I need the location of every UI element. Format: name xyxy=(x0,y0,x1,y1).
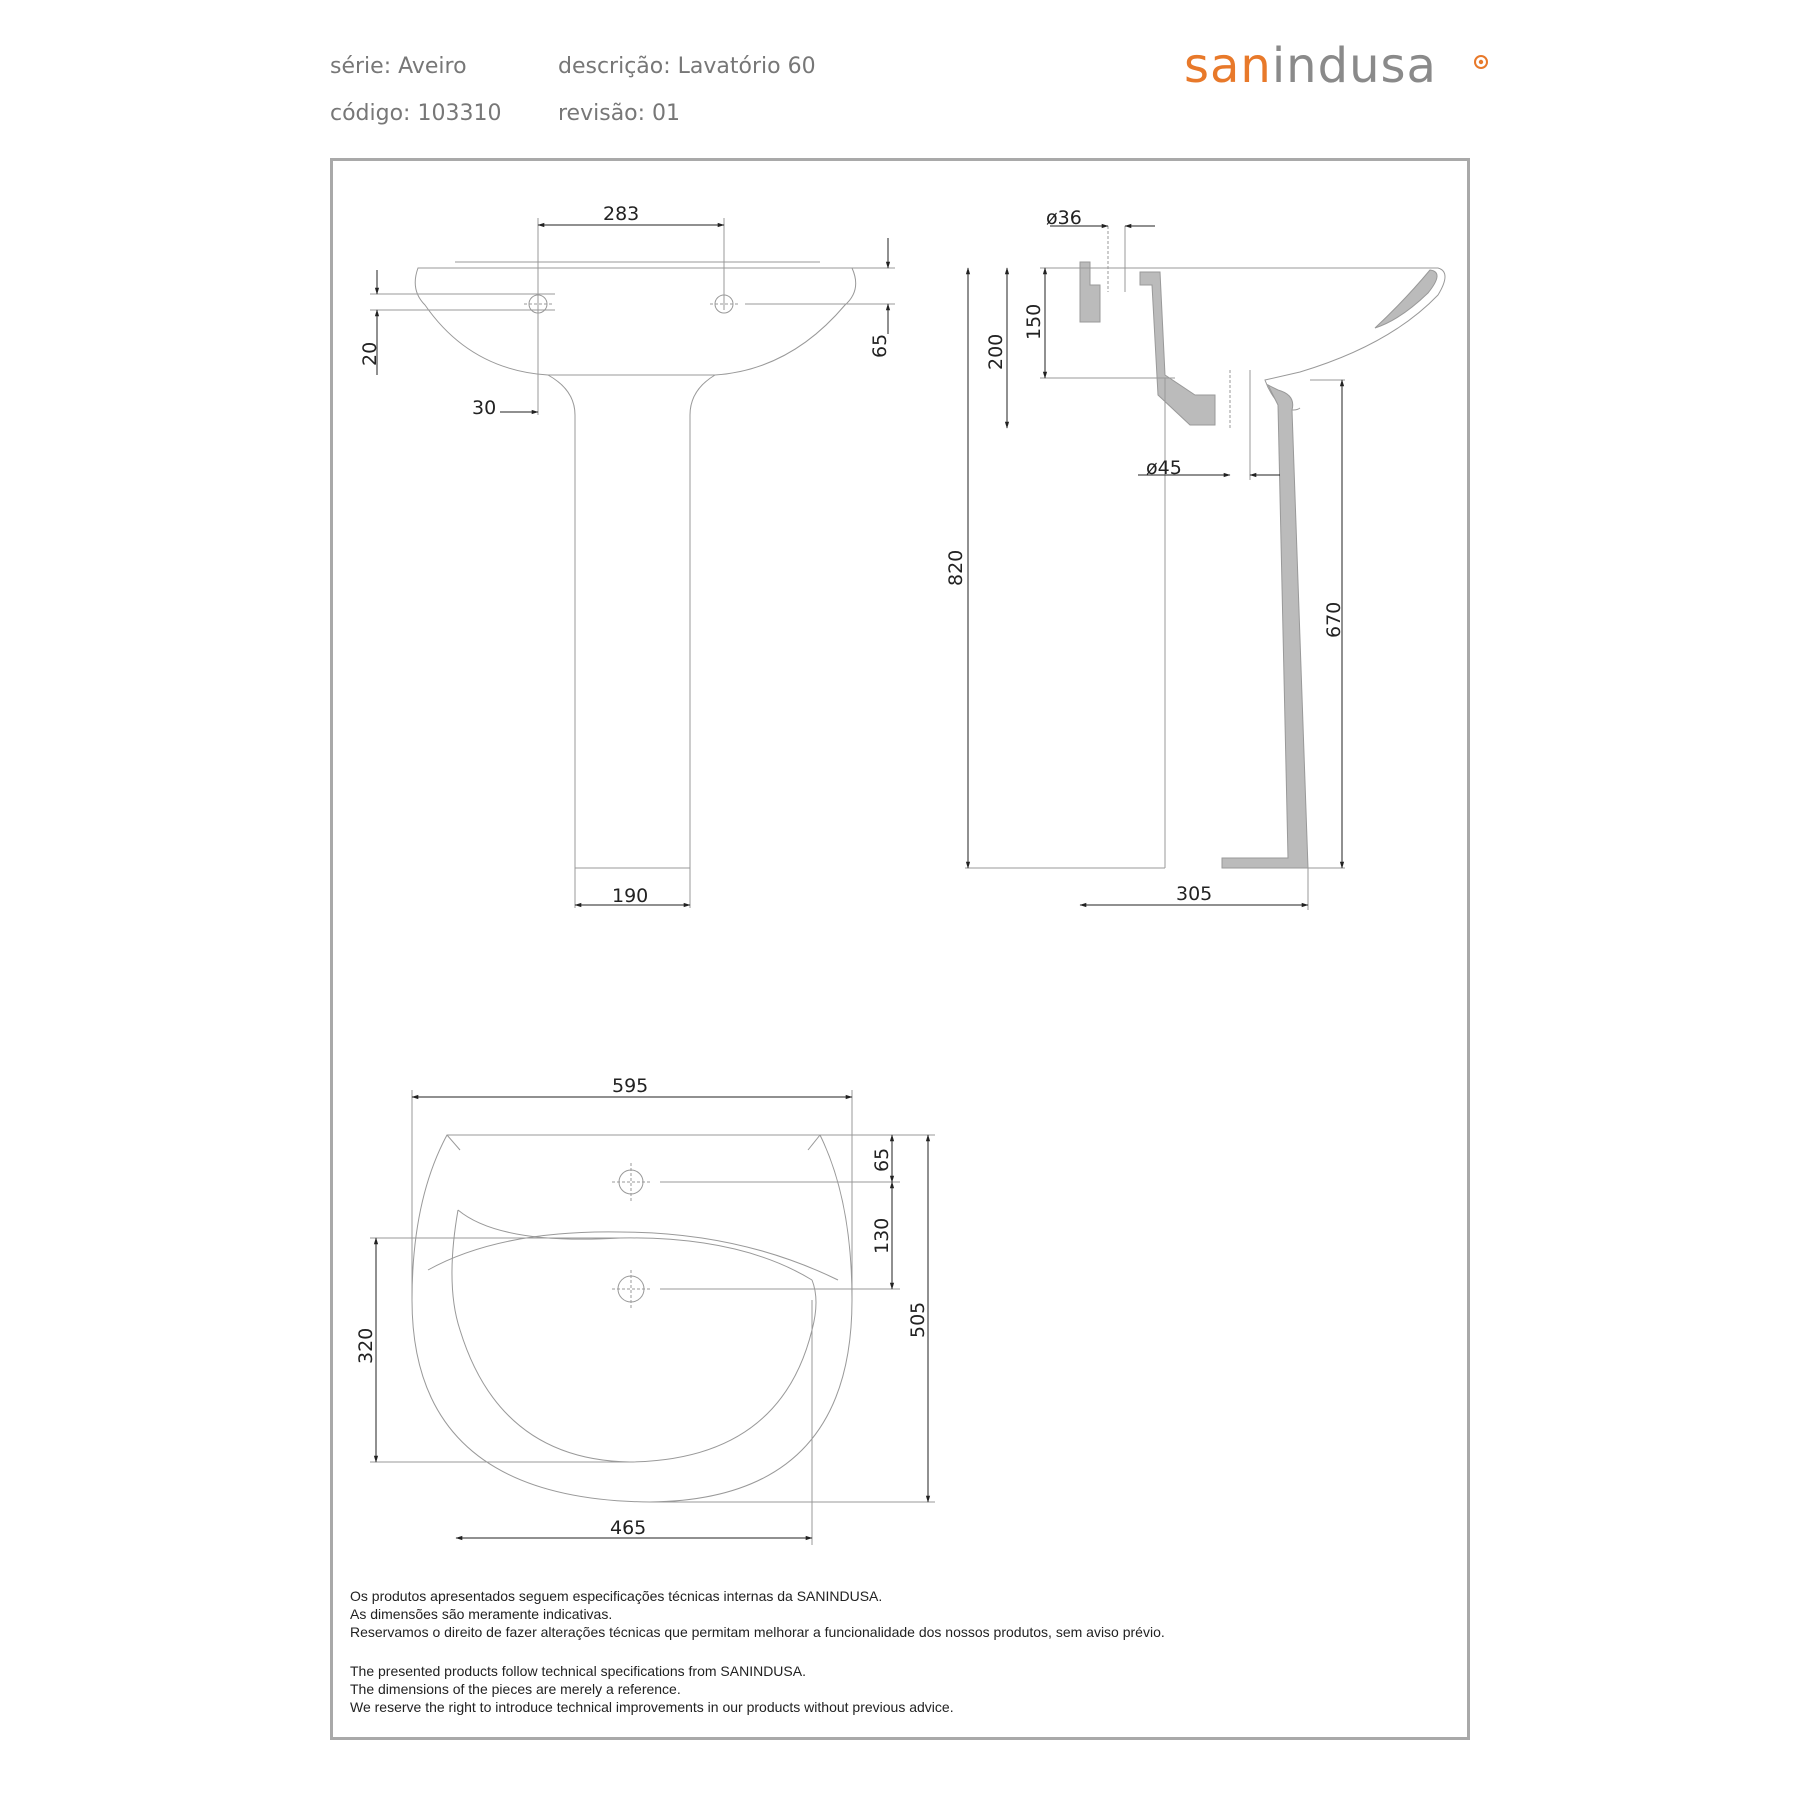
side-trap xyxy=(1139,271,1216,426)
dim-d36: ø36 xyxy=(1046,207,1082,229)
revisao-label: revisão: 01 xyxy=(558,101,681,126)
note-en-line-3: We reserve the right to introduce techni… xyxy=(350,1699,954,1715)
dim-820: 820 xyxy=(945,550,967,586)
dim-305: 305 xyxy=(1176,883,1212,905)
dim-65-front: 65 xyxy=(869,334,891,358)
dim-670: 670 xyxy=(1323,602,1345,638)
dim-283: 283 xyxy=(603,203,639,225)
front-basin-outline xyxy=(414,267,857,376)
dim-130: 130 xyxy=(871,1218,893,1254)
dim-d45: ø45 xyxy=(1146,457,1182,479)
notes-portuguese: Os produtos apresentados seguem especifi… xyxy=(350,1587,1165,1641)
side-basin-profile xyxy=(1165,267,1446,411)
front-pedestal-outline xyxy=(547,374,716,868)
dim-30: 30 xyxy=(472,397,496,419)
logo-part-san: san xyxy=(1184,38,1272,94)
dim-190: 190 xyxy=(612,885,648,907)
note-en-line-2: The dimensions of the pieces are merely … xyxy=(350,1681,681,1697)
note-en-line-1: The presented products follow technical … xyxy=(350,1663,806,1679)
side-wall-bracket xyxy=(1079,261,1101,323)
dim-20: 20 xyxy=(359,342,381,366)
logo-part-indusa: indusa xyxy=(1271,38,1437,94)
codigo-label: código: 103310 xyxy=(330,101,502,126)
logo-mark-icon xyxy=(1474,55,1488,69)
top-basin-outline xyxy=(411,1134,853,1503)
side-pedestal-profile xyxy=(1221,383,1309,869)
note-pt-line-2: As dimensões são meramente indicativas. xyxy=(350,1606,613,1622)
brand-logo: sanindusa xyxy=(1184,42,1437,90)
drawing-frame xyxy=(330,158,1470,1740)
note-pt-line-1: Os produtos apresentados seguem especifi… xyxy=(350,1588,883,1604)
top-bowl-outline xyxy=(451,1209,817,1463)
top-waste-hole-icon xyxy=(617,1275,645,1303)
dim-465: 465 xyxy=(610,1517,646,1539)
dim-320: 320 xyxy=(355,1328,377,1364)
dim-200: 200 xyxy=(985,334,1007,370)
serie-label: série: Aveiro xyxy=(330,54,467,79)
dim-595: 595 xyxy=(612,1075,648,1097)
dim-65-top: 65 xyxy=(871,1148,893,1172)
dim-150: 150 xyxy=(1023,304,1045,340)
note-pt-line-3: Reservamos o direito de fazer alterações… xyxy=(350,1624,1165,1640)
notes-english: The presented products follow technical … xyxy=(350,1662,954,1716)
descricao-label: descrição: Lavatório 60 xyxy=(558,54,816,79)
dim-505: 505 xyxy=(907,1302,929,1338)
